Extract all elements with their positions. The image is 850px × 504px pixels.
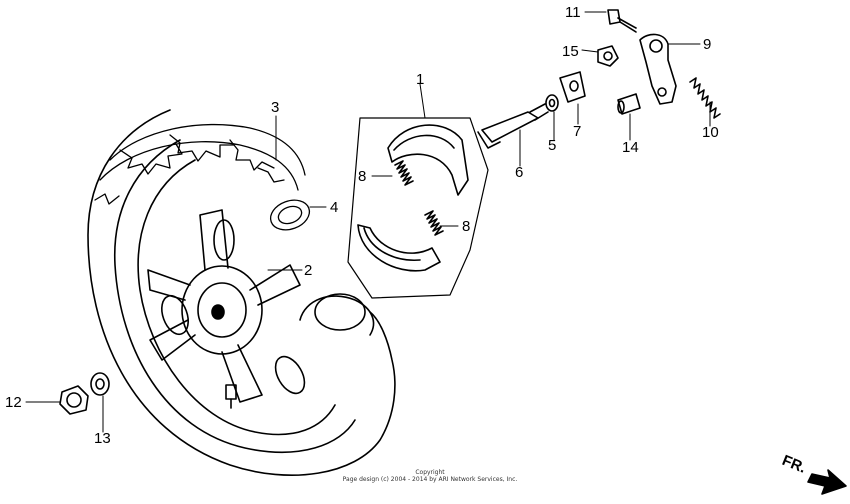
copyright-line: Page design (c) 2004 - 2014 by ARI Netwo…	[342, 475, 518, 483]
callout-4: 4	[330, 199, 339, 216]
brake-arm-group	[597, 9, 721, 119]
brake-shoe-assembly	[347, 117, 489, 299]
callout-2: 2	[304, 262, 313, 279]
callout-14: 14	[622, 139, 639, 156]
callout-9: 9	[703, 36, 712, 53]
copyright-notice: Copyright Page design (c) 2004 - 2014 by…	[330, 469, 530, 483]
callout-7: 7	[573, 123, 582, 140]
callout-3: 3	[271, 99, 280, 116]
callout-5: 5	[548, 137, 557, 154]
axle-nut-group	[59, 372, 110, 415]
callout-15: 15	[562, 43, 579, 60]
copyright-heading: Copyright	[415, 469, 445, 476]
tire-tread	[94, 123, 311, 231]
leader-lines	[25, 11, 711, 433]
callout-13: 13	[94, 430, 111, 447]
callout-11: 11	[565, 4, 581, 21]
front-direction-arrow	[807, 469, 847, 495]
callout-6: 6	[515, 164, 524, 181]
callout-8-lower: 8	[462, 218, 471, 235]
callout-8-upper: 8	[358, 168, 367, 185]
callout-1: 1	[416, 71, 425, 88]
callout-10: 10	[702, 124, 719, 141]
callout-12: 12	[5, 394, 22, 411]
brake-cam-group	[477, 71, 586, 149]
rear-wheel	[87, 109, 396, 476]
